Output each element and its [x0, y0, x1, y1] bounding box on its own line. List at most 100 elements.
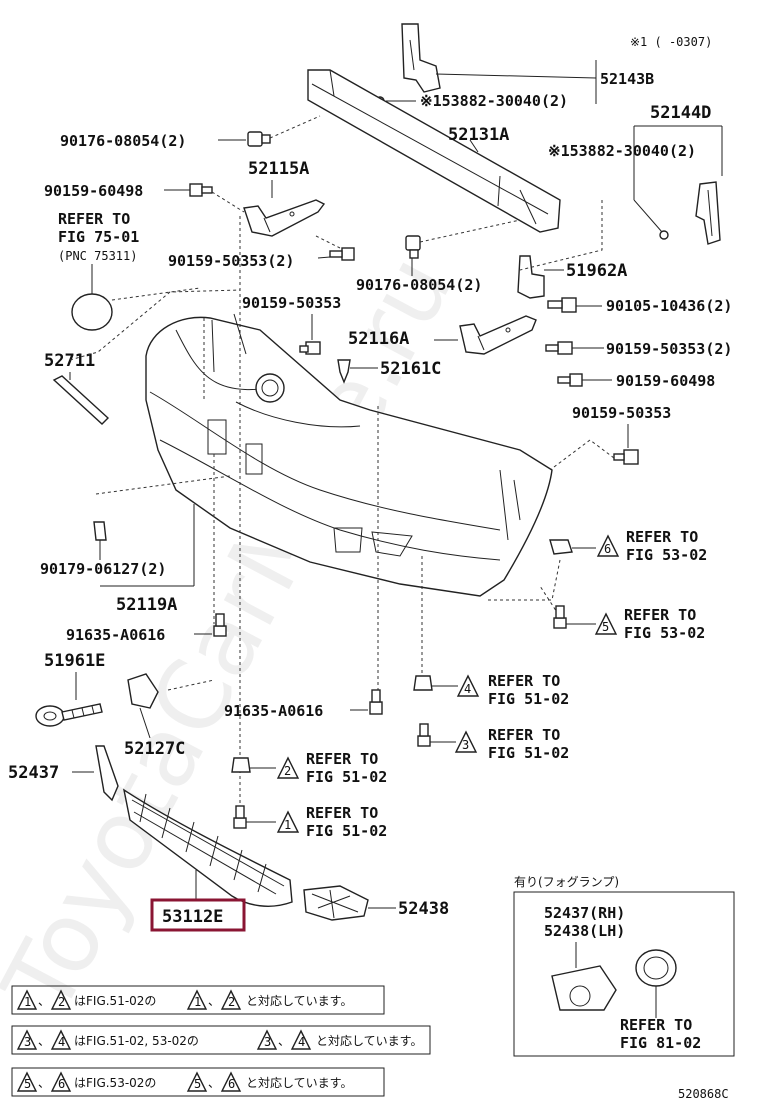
ref5-line2[interactable]: FIG 53-02 — [624, 624, 705, 642]
label-52438[interactable]: 52438 — [398, 899, 449, 919]
bolt-90105[interactable] — [547, 297, 577, 313]
legend-1-b2-triangle — [220, 989, 242, 1010]
ref6-line2[interactable]: FIG 53-02 — [626, 546, 707, 564]
bolt-91635-a[interactable] — [213, 613, 227, 637]
ref-triangle-1[interactable] — [276, 810, 300, 833]
ref-triangle-6[interactable] — [596, 534, 620, 557]
dash-90176-a — [269, 115, 321, 139]
tow-hook-51961e[interactable] — [35, 703, 103, 727]
label-52143b[interactable]: 52143B — [600, 70, 654, 88]
label-90179[interactable]: 90179-06127(2) — [40, 560, 166, 578]
label-90176-b[interactable]: 90176-08054(2) — [356, 276, 482, 294]
clip-52161c[interactable] — [337, 359, 351, 384]
clip-ref6[interactable] — [549, 539, 573, 555]
option-52438[interactable]: 52438(LH) — [544, 922, 625, 940]
label-52127c[interactable]: 52127C — [124, 739, 185, 759]
label-153882-a[interactable]: ※153882-30040(2) — [420, 92, 568, 110]
ref1-num: 1 — [284, 818, 291, 832]
legend-2-end: と対応しています。 — [316, 1034, 422, 1048]
cap-52127c[interactable] — [127, 673, 159, 709]
ref-triangle-2[interactable] — [276, 756, 300, 779]
label-90159-60498-b[interactable]: 90159-60498 — [616, 372, 715, 390]
label-51961e[interactable]: 51961E — [44, 651, 105, 671]
reinforcement-52131a[interactable] — [307, 69, 561, 233]
cover-52438[interactable] — [303, 885, 369, 921]
ref-triangle-5[interactable] — [594, 612, 618, 635]
label-90105[interactable]: 90105-10436(2) — [606, 297, 732, 315]
bracket-52115a[interactable] — [243, 199, 326, 237]
bezel-52437[interactable] — [95, 745, 119, 802]
option-52437[interactable]: 52437(RH) — [544, 904, 625, 922]
label-90176-a[interactable]: 90176-08054(2) — [60, 132, 186, 150]
bracket-51962a[interactable] — [517, 255, 545, 299]
leader-52119a — [100, 504, 195, 587]
clip-ref2[interactable] — [231, 757, 251, 773]
bolt-90159-60498-b[interactable] — [557, 373, 583, 387]
bolt-ref1[interactable] — [233, 805, 247, 829]
highlight-53112e — [150, 898, 246, 932]
label-51962a[interactable]: 51962A — [566, 261, 627, 281]
label-52161c[interactable]: 52161C — [380, 359, 441, 379]
bolt-90176-a[interactable] — [247, 131, 271, 147]
ref4-line2[interactable]: FIG 51-02 — [488, 690, 569, 708]
label-91635-b[interactable]: 91635-A0616 — [224, 702, 323, 720]
refer-75-line2[interactable]: FIG 75-01 — [58, 228, 139, 246]
ref6-num: 6 — [604, 542, 611, 556]
legend-1-a-num: 1 — [24, 995, 31, 1009]
fog-lamp-option[interactable] — [635, 949, 677, 987]
bolt-90159-50353-a[interactable] — [299, 341, 321, 355]
ref1-line1[interactable]: REFER TO — [306, 804, 378, 822]
label-52711[interactable]: 52711 — [44, 351, 95, 371]
fog-cover-option[interactable] — [551, 965, 617, 1011]
bolt-91635-b[interactable] — [369, 689, 383, 715]
ref2-line2[interactable]: FIG 51-02 — [306, 768, 387, 786]
label-53112e[interactable]: 53112E — [162, 907, 223, 927]
ref4-line1[interactable]: REFER TO — [488, 672, 560, 690]
label-52437[interactable]: 52437 — [8, 763, 59, 783]
label-90159-50353-a[interactable]: 90159-50353 — [242, 294, 341, 312]
label-52115a[interactable]: 52115A — [248, 159, 309, 179]
label-90159-50353-2a[interactable]: 90159-50353(2) — [168, 252, 294, 270]
dash-bumper-6 — [95, 475, 231, 495]
label-52144d[interactable]: 52144D — [650, 103, 711, 123]
label-90159-50353-2b[interactable]: 90159-50353(2) — [606, 340, 732, 358]
refer-75-line3[interactable]: (PNC 75311) — [58, 249, 137, 263]
bolt-90159-60498-a[interactable] — [189, 183, 213, 197]
label-52116a[interactable]: 52116A — [348, 329, 409, 349]
bolt-90159-50353-b[interactable] — [613, 449, 639, 465]
legend-1-b-triangle — [50, 989, 72, 1010]
ref6-line1[interactable]: REFER TO — [626, 528, 698, 546]
bracket-52116a[interactable] — [459, 315, 537, 355]
ref3-line1[interactable]: REFER TO — [488, 726, 560, 744]
bracket-52144d[interactable] — [695, 181, 721, 245]
label-153882-b[interactable]: ※153882-30040(2) — [548, 142, 696, 160]
ref1-line2[interactable]: FIG 51-02 — [306, 822, 387, 840]
label-91635-a[interactable]: 91635-A0616 — [66, 626, 165, 644]
molding-52711[interactable] — [52, 375, 110, 425]
label-52119a[interactable]: 52119A — [116, 595, 177, 615]
bumper-cover-52119a[interactable] — [145, 313, 553, 597]
ref-triangle-3[interactable] — [454, 730, 478, 753]
dash-bumper-10 — [69, 289, 241, 361]
bolt-ref3[interactable] — [417, 723, 431, 747]
ref5-line1[interactable]: REFER TO — [624, 606, 696, 624]
ref-triangle-4[interactable] — [456, 674, 480, 697]
leader-clip-b — [633, 199, 663, 233]
bolt-90159-50353-2b[interactable] — [545, 341, 573, 355]
label-90159-60498-a[interactable]: 90159-60498 — [44, 182, 143, 200]
ref3-line2[interactable]: FIG 51-02 — [488, 744, 569, 762]
bolt-90176-b[interactable] — [405, 235, 421, 259]
bolt-ref5[interactable] — [553, 605, 567, 629]
clip-153882-b[interactable] — [659, 230, 669, 240]
fog-cover-75311[interactable] — [71, 293, 113, 331]
label-52131a[interactable]: 52131A — [448, 125, 509, 145]
ref2-line1[interactable]: REFER TO — [306, 750, 378, 768]
bracket-52143b[interactable] — [401, 23, 441, 93]
label-90159-50353-b[interactable]: 90159-50353 — [572, 404, 671, 422]
clip-90179[interactable] — [93, 521, 107, 541]
refer-75-line1[interactable]: REFER TO — [58, 210, 130, 228]
clip-ref4[interactable] — [413, 675, 433, 691]
bolt-90159-50353-2a[interactable] — [329, 247, 355, 261]
option-refer1[interactable]: REFER TO — [620, 1016, 692, 1034]
option-refer2[interactable]: FIG 81-02 — [620, 1034, 701, 1052]
